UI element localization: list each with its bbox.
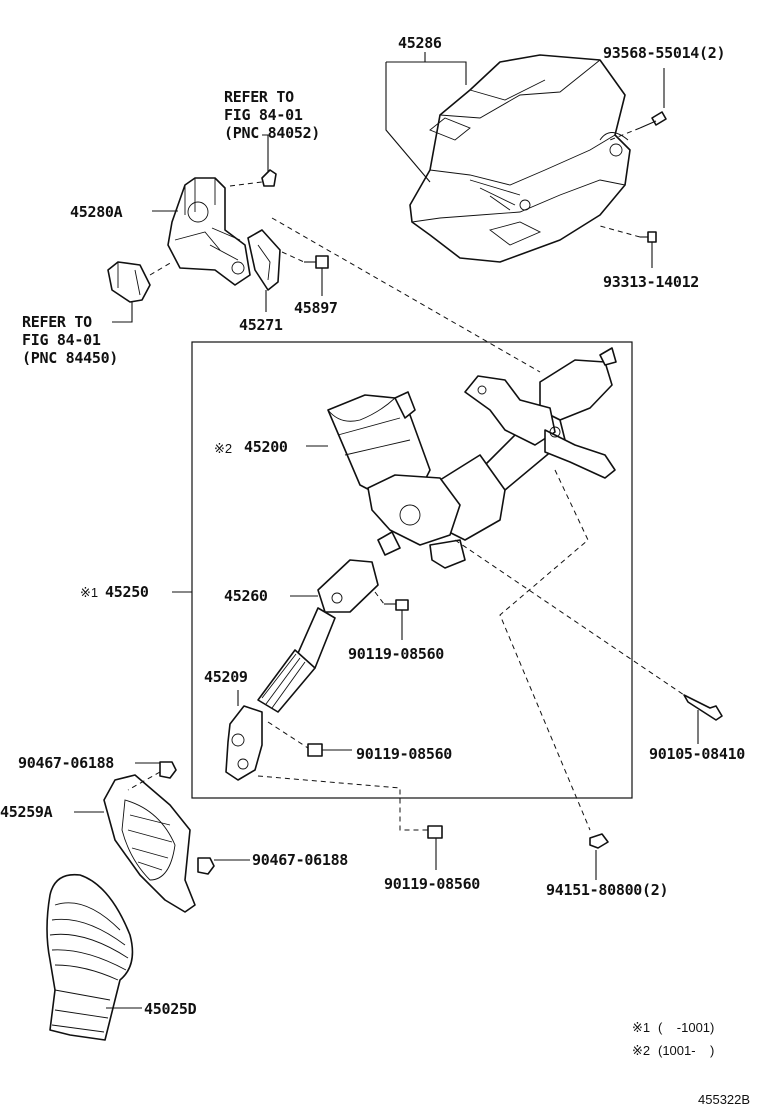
- hole-cover-45259A[interactable]: [103, 774, 196, 913]
- callout-90119-lower: 90119-08560: [384, 875, 480, 893]
- bolt-90119-upper[interactable]: [384, 599, 409, 611]
- callout-45200-mark: ※2: [214, 441, 232, 456]
- callout-45897: 45897: [294, 299, 338, 317]
- intermediate-shaft-45260[interactable]: [257, 559, 379, 713]
- callout-90467-lower: 90467-06188: [252, 851, 348, 869]
- callout-45271: 45271: [239, 316, 283, 334]
- lock-cylinder-45280A[interactable]: [167, 177, 251, 286]
- bracket-45271[interactable]: [247, 229, 281, 291]
- ignition-switch[interactable]: [107, 261, 151, 303]
- callout-45025D: 45025D: [144, 1000, 197, 1018]
- screw-93568[interactable]: [639, 111, 667, 129]
- refer-b-line2: FIG 84-01: [22, 331, 101, 349]
- screw-90467-lower[interactable]: [197, 857, 215, 875]
- callout-45200: 45200: [244, 438, 288, 456]
- diagram-id: 455322B: [698, 1092, 750, 1107]
- callout-45286: 45286: [398, 34, 442, 52]
- callout-93313: 93313-14012: [603, 273, 699, 291]
- clip-part: [261, 169, 277, 187]
- note-1-mark: ※1: [632, 1020, 650, 1035]
- bolt-90105[interactable]: [683, 694, 723, 721]
- power-steering-motor-45200[interactable]: [327, 391, 466, 569]
- callout-45250-mark: ※1: [80, 585, 98, 600]
- refer-a-line1: REFER TO: [224, 88, 294, 106]
- screw-93313[interactable]: [640, 231, 657, 243]
- note-1-text: ( -1001): [658, 1020, 714, 1035]
- screw-45897[interactable]: [304, 255, 329, 269]
- callout-90119-upper: 90119-08560: [348, 645, 444, 663]
- refer-a-line2: FIG 84-01: [224, 106, 303, 124]
- callout-93568: 93568-55014(2): [603, 44, 725, 62]
- column-cover-45286[interactable]: [409, 54, 631, 263]
- callout-90105: 90105-08410: [649, 745, 745, 763]
- note-2-mark: ※2: [632, 1043, 650, 1058]
- callout-45259A: 45259A: [0, 803, 53, 821]
- refer-a-line3: (PNC 84052): [224, 124, 320, 142]
- callout-90119-middle: 90119-08560: [356, 745, 452, 763]
- callout-45260: 45260: [224, 587, 268, 605]
- steering-column-45250[interactable]: [434, 347, 617, 541]
- callout-45250: 45250: [105, 583, 149, 601]
- bolt-90119-lower[interactable]: [427, 825, 443, 839]
- column-boot-45025D[interactable]: [46, 873, 134, 1041]
- column-assembly-frame: [191, 341, 633, 799]
- note-2-text: (1001- ): [658, 1043, 714, 1058]
- refer-b-line3: (PNC 84450): [22, 349, 118, 367]
- callout-45209: 45209: [204, 668, 248, 686]
- bolt-90119-middle[interactable]: [307, 743, 323, 757]
- refer-b-line1: REFER TO: [22, 313, 92, 331]
- callout-94151: 94151-80800(2): [546, 881, 668, 899]
- nut-94151[interactable]: [589, 833, 609, 849]
- callout-90467-upper: 90467-06188: [18, 754, 114, 772]
- callout-45280A: 45280A: [70, 203, 123, 221]
- screw-90467-upper[interactable]: [159, 761, 177, 779]
- universal-joint-45209[interactable]: [225, 705, 263, 781]
